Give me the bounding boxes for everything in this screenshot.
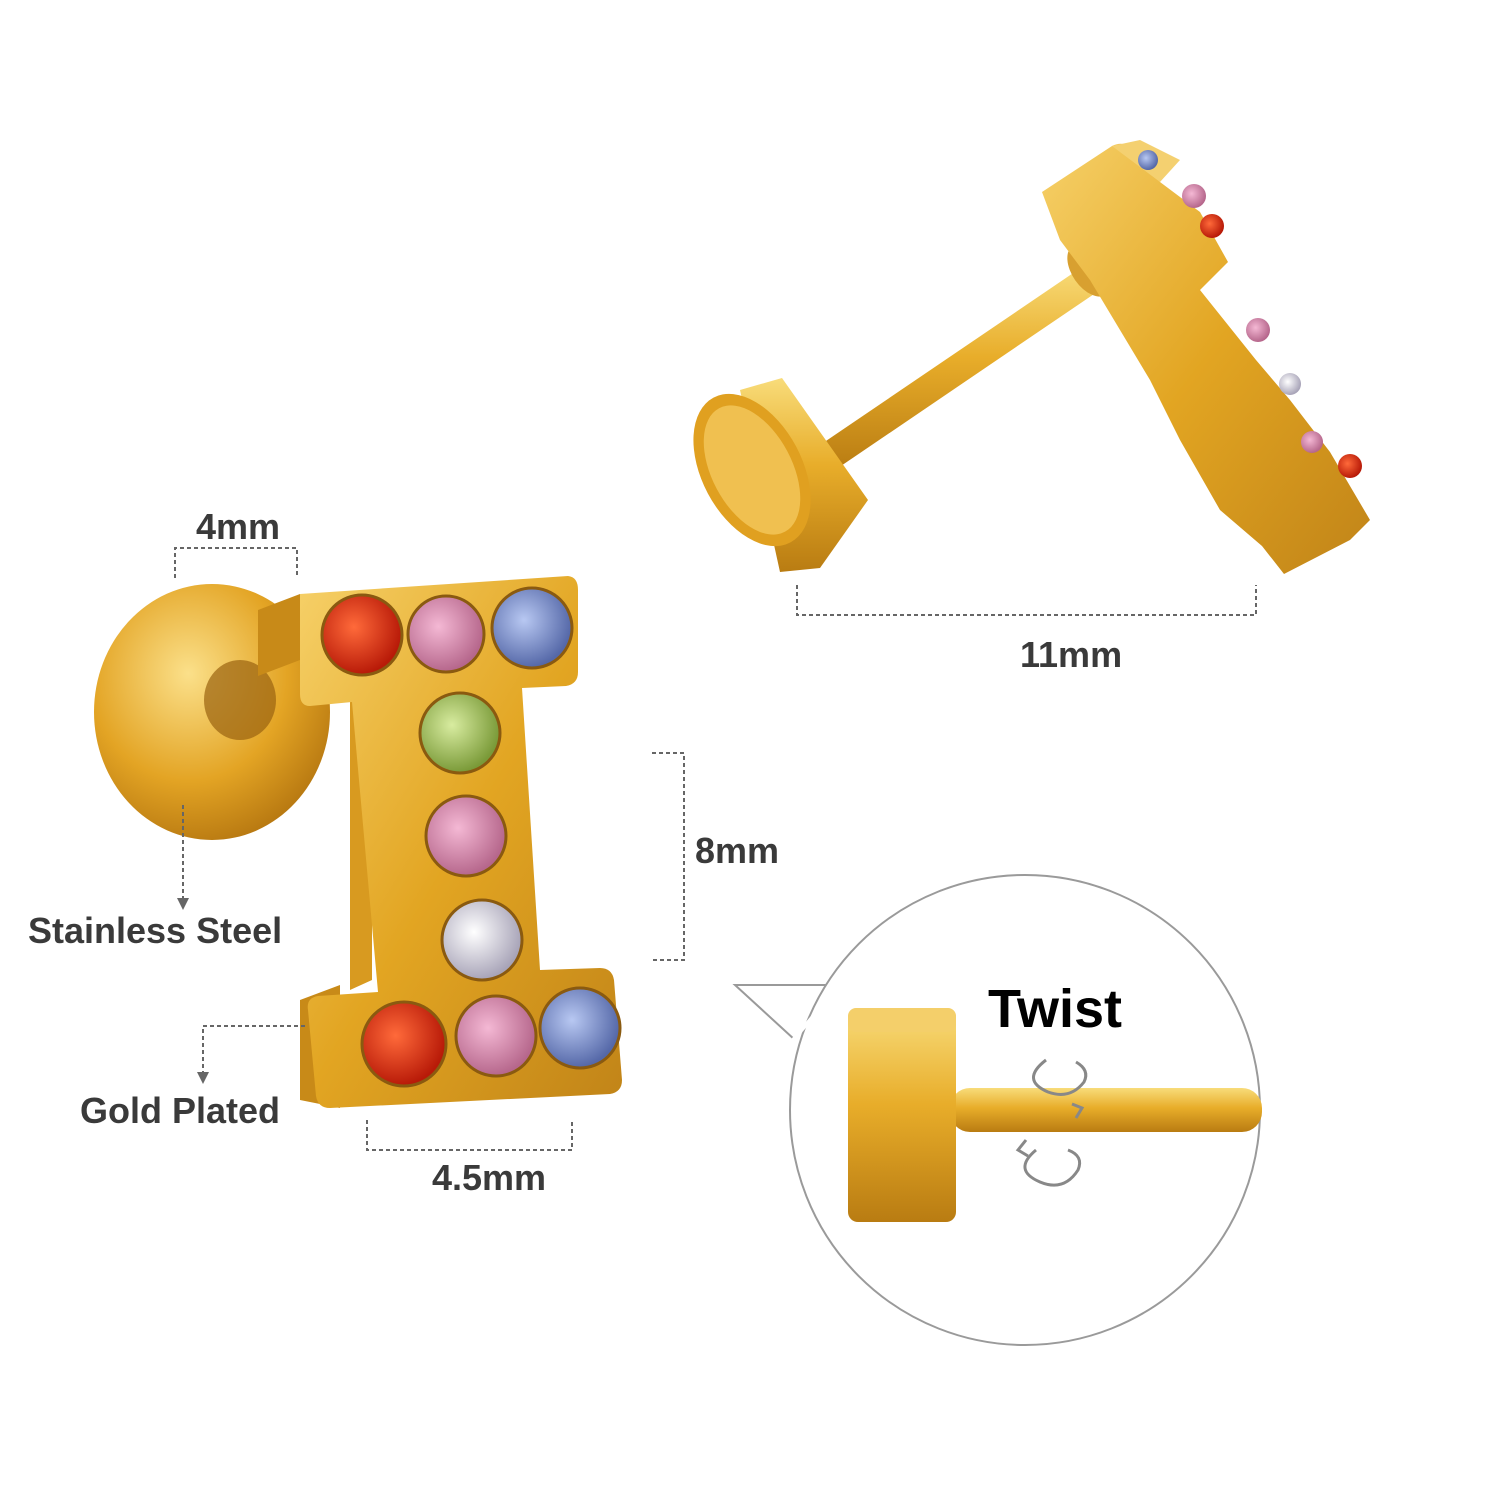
dim-line-4-5mm (366, 1120, 573, 1151)
side-bar (820, 265, 1100, 470)
side-letter (1042, 143, 1370, 574)
callout-bar (950, 1088, 1262, 1132)
side-earring (693, 140, 1370, 574)
dim-line-11mm (796, 585, 1257, 616)
material-gold-label: Gold Plated (80, 1090, 281, 1131)
dim-label-8mm: 8mm (695, 830, 780, 871)
leader-gold (202, 1025, 305, 1078)
twist-callout (732, 874, 1262, 1346)
post-stub (204, 660, 276, 740)
front-earring (94, 576, 622, 1108)
dim-line-4mm (174, 547, 298, 578)
callout-cap (848, 1008, 956, 1222)
dimension-lines (174, 547, 1257, 1151)
twist-title: Twist (988, 979, 1122, 1039)
material-stainless-label: Stainless Steel (28, 910, 283, 951)
dim-line-8mm (652, 752, 685, 961)
dim-label-4-5mm: 4.5mm (432, 1157, 547, 1198)
twist-arrows-icon (1015, 1058, 1088, 1187)
dim-label-11mm: 11mm (1020, 634, 1123, 675)
front-stones (320, 586, 622, 1088)
dim-label-4mm: 4mm (196, 506, 281, 547)
